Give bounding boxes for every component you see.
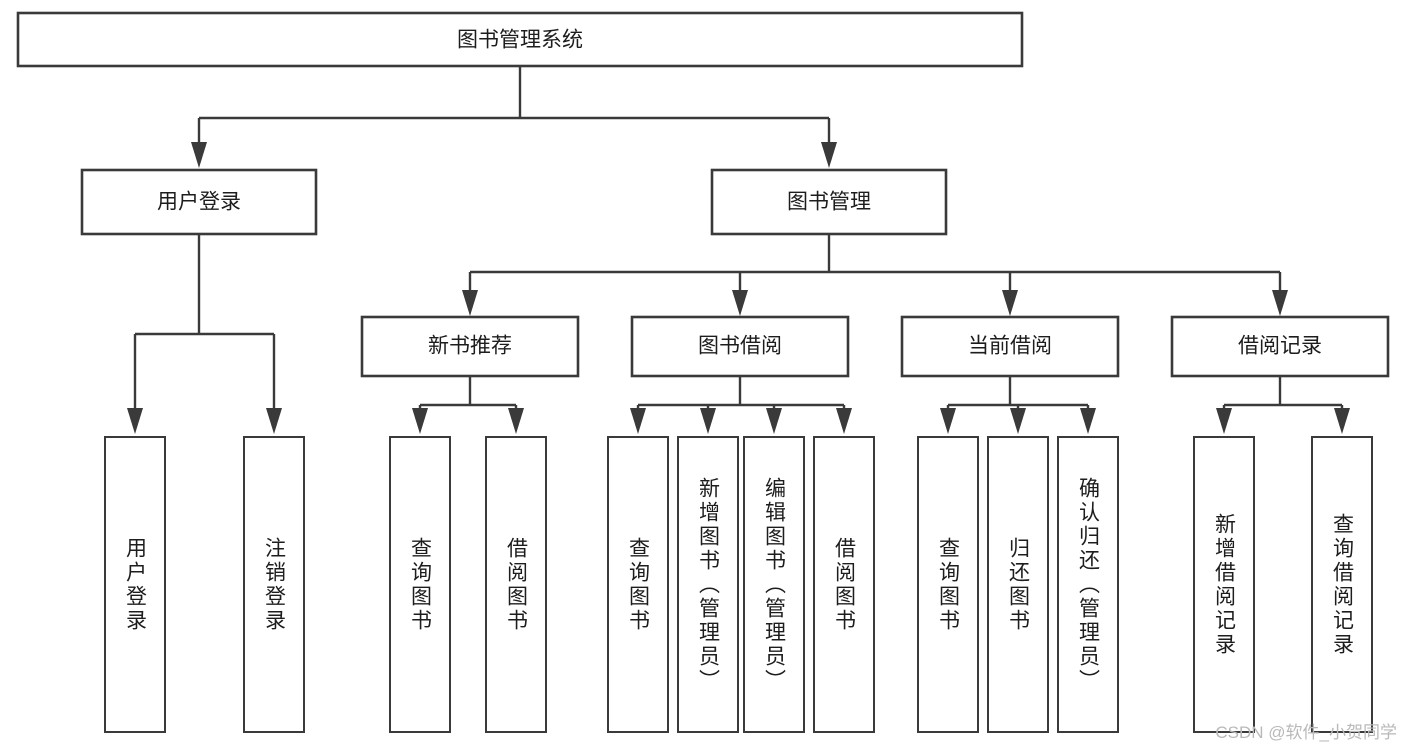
node-root-label: 图书管理系统	[457, 29, 583, 52]
leaf-logout-login[interactable]: 注销登录	[243, 436, 305, 733]
leaf-logout-login-label: 注销登录	[262, 536, 286, 633]
arrow-leaf-add-book	[700, 408, 716, 434]
leaf-borrow-book-2-label: 借阅图书	[832, 536, 856, 633]
node-book-manage-label: 图书管理	[787, 191, 871, 214]
arrow-current-borrow	[1002, 290, 1018, 316]
node-layer: 图书管理系统 用户登录 图书管理 新书推荐 图书借阅 当前借阅 借阅记录	[16, 11, 1390, 378]
leaf-add-record-label: 新增借阅记录	[1212, 512, 1236, 657]
leaf-borrow-book-1-label: 借阅图书	[504, 536, 528, 633]
leaf-query-record-label: 查询借阅记录	[1330, 512, 1354, 657]
leaf-query-book-1[interactable]: 查询图书	[389, 436, 451, 733]
node-current-borrow-box[interactable]	[900, 315, 1120, 378]
leaf-query-book-1-label: 查询图书	[408, 536, 432, 633]
arrow-leaf-edit-book	[766, 408, 782, 434]
leaf-query-record[interactable]: 查询借阅记录	[1311, 436, 1373, 733]
node-user-login-box[interactable]	[80, 168, 318, 236]
leaf-return-book-label: 归还图书	[1006, 536, 1030, 633]
leaf-add-book[interactable]: 新增图书（管理员）	[677, 436, 739, 733]
leaf-query-book-3-label: 查询图书	[936, 536, 960, 633]
node-book-borrow-box[interactable]	[630, 315, 850, 378]
leaf-confirm-return[interactable]: 确认归还（管理员）	[1057, 436, 1119, 733]
leaf-user-login-label: 用户登录	[123, 536, 147, 633]
node-root-box[interactable]	[16, 11, 1024, 68]
leaf-add-record[interactable]: 新增借阅记录	[1193, 436, 1255, 733]
arrow-leaf-user-login	[127, 408, 143, 434]
node-borrow-record-box[interactable]	[1170, 315, 1390, 378]
leaf-borrow-book-2[interactable]: 借阅图书	[813, 436, 875, 733]
arrow-book-manage	[821, 142, 837, 168]
arrow-leaf-return-book	[1010, 408, 1026, 434]
arrow-new-book-recommend	[462, 290, 478, 316]
node-new-book-recommend-box[interactable]	[360, 315, 580, 378]
arrow-leaf-borrow-book-1	[508, 408, 524, 434]
node-new-book-recommend-label: 新书推荐	[428, 335, 512, 358]
leaf-edit-book-label: 编辑图书（管理员）	[762, 476, 786, 693]
leaf-query-book-2[interactable]: 查询图书	[607, 436, 669, 733]
arrow-leaf-query-record	[1334, 408, 1350, 434]
arrow-book-borrow	[732, 290, 748, 316]
leaf-edit-book[interactable]: 编辑图书（管理员）	[743, 436, 805, 733]
arrow-leaf-borrow-book-2	[836, 408, 852, 434]
leaf-query-book-2-label: 查询图书	[626, 536, 650, 633]
csdn-watermark: CSDN @软件_小贺同学	[1215, 723, 1397, 742]
leaf-user-login[interactable]: 用户登录	[104, 436, 166, 733]
arrow-user-login	[191, 142, 207, 168]
node-book-borrow-label: 图书借阅	[698, 335, 782, 358]
leaf-query-book-3[interactable]: 查询图书	[917, 436, 979, 733]
arrow-borrow-record	[1272, 290, 1288, 316]
node-book-manage-box[interactable]	[710, 168, 948, 236]
edge-layer	[127, 66, 1350, 434]
node-borrow-record-label: 借阅记录	[1238, 335, 1322, 358]
arrow-leaf-add-record	[1216, 408, 1232, 434]
leaf-confirm-return-label: 确认归还（管理员）	[1076, 476, 1100, 693]
arrow-leaf-query-book-3	[940, 408, 956, 434]
arrow-leaf-query-book-1	[412, 408, 428, 434]
arrow-leaf-query-book-2	[630, 408, 646, 434]
leaf-return-book[interactable]: 归还图书	[987, 436, 1049, 733]
leaf-borrow-book-1[interactable]: 借阅图书	[485, 436, 547, 733]
node-current-borrow-label: 当前借阅	[968, 335, 1052, 358]
node-user-login-label: 用户登录	[157, 191, 241, 214]
arrow-leaf-logout-login	[266, 408, 282, 434]
arrow-leaf-confirm-return	[1080, 408, 1096, 434]
leaf-add-book-label: 新增图书（管理员）	[696, 476, 720, 693]
